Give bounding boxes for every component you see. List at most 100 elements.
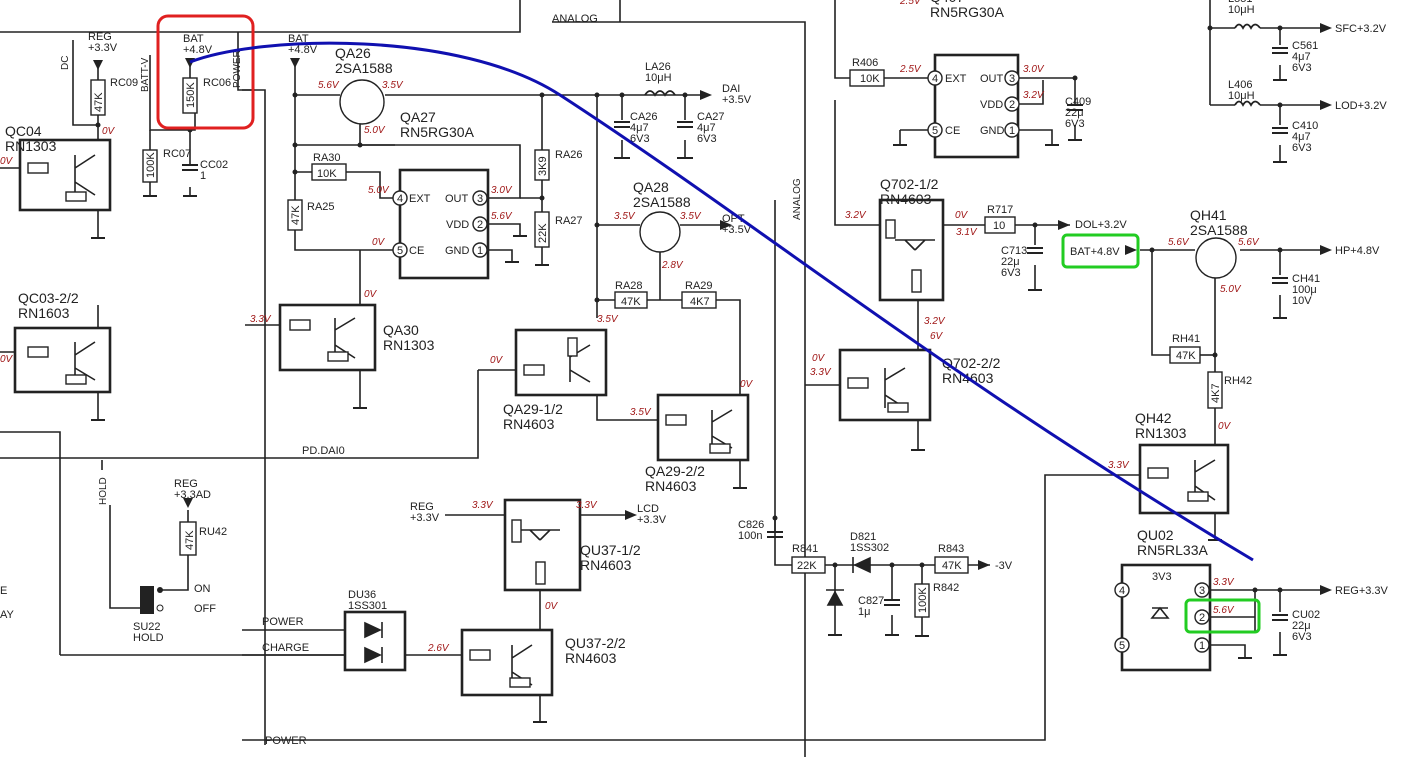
voltage-v-qa29-c: 3.5V <box>597 314 619 325</box>
voltage-v-du36: 2.6V <box>427 643 450 654</box>
voltage-v-qa30-out: 0V <box>364 289 378 300</box>
tag-charge: CHARGE <box>262 642 309 654</box>
resistor-ra28-value: 47K <box>621 296 641 308</box>
tag-off: OFF <box>194 603 216 615</box>
tag-pd-dai0: PD.DAI0 <box>302 445 345 457</box>
resistor-r717-value: 10 <box>993 220 1005 232</box>
resistor-rh42-name: RH42 <box>1224 375 1252 387</box>
resistor-rh41-value: 47K <box>1176 350 1196 362</box>
qu37-2-package <box>460 628 554 697</box>
resistor-ra29-value: 4K7 <box>690 296 710 308</box>
capacitor-symbols <box>182 47 1288 621</box>
voltage-v-qh42-in: 3.3V <box>1108 460 1130 471</box>
pin-qa27-vdd: VDD <box>446 219 469 231</box>
voltage-v-qu37-mid: 0V <box>545 601 559 612</box>
output-hp: HP+4.8V <box>1335 245 1380 257</box>
voltage-v-qa28-e: 3.5V <box>614 211 636 222</box>
pin-q407-ce: CE <box>945 125 960 137</box>
resistor-r843-name: R843 <box>938 543 964 555</box>
resistor-ra30-value: 10K <box>317 168 337 180</box>
voltage-v-qu37-in: 3.3V <box>472 500 494 511</box>
resistor-r842-value: 100K <box>917 587 929 613</box>
resistor-ra29-name: RA29 <box>685 280 713 292</box>
highlight-bat-input-green-box <box>1061 233 1140 269</box>
tag-reg-33ad: REG+3.3AD <box>174 478 211 501</box>
qh42-package <box>1138 443 1230 515</box>
voltage-v-q702b-c: 3.2V <box>924 316 946 327</box>
voltage-v-q702b-b: 6V <box>930 331 944 342</box>
tag-power-vertical: POWER <box>232 50 243 88</box>
ground-symbols <box>91 79 1287 723</box>
resistor-ra26-value: 3K9 <box>537 156 549 176</box>
pin-q407-out: OUT <box>980 73 1004 85</box>
pin-qa27-out: OUT <box>445 193 469 205</box>
voltage-v-qc04: 0V <box>102 126 116 137</box>
junction-dots <box>95 25 1283 658</box>
resistor-r843-value: 47K <box>942 560 962 572</box>
tag-dc: DC <box>60 56 71 70</box>
tag-batt-v: BATT-V <box>140 57 151 92</box>
voltage-v-qc03-in: 0V <box>0 354 14 365</box>
resistor-r842-name: R842 <box>933 582 959 594</box>
tag-on: ON <box>194 583 211 595</box>
voltage-v-q702-c: 3.1V <box>956 227 978 238</box>
voltage-v-qu37-out: 3.3V <box>576 500 598 511</box>
voltage-v-q702b-in1: 0V <box>812 353 826 364</box>
voltage-v-q702b-in2: 3.3V <box>810 367 832 378</box>
tag-hold: HOLD <box>98 477 109 505</box>
resistor-rc07-value: 100K <box>145 152 157 178</box>
pin-qa27-ce: CE <box>409 245 424 257</box>
voltage-v-q407-vdd: 3.2V <box>1023 90 1045 101</box>
pin-num-q407-2: 2 <box>1009 99 1015 111</box>
output-arrows <box>93 23 1332 595</box>
voltage-v-qa27-ext: 5.0V <box>368 185 390 196</box>
highlight-qu02-pin2-green-box <box>1184 598 1261 634</box>
resistor-rh42-value: 4K7 <box>1210 383 1222 403</box>
pin-num-qa27-4: 4 <box>397 193 403 205</box>
qa26-transistor <box>339 79 385 125</box>
resistor-ra27-name: RA27 <box>555 215 583 227</box>
output-lcd: LCD+3.3V <box>637 503 667 526</box>
q407-package <box>933 53 1020 159</box>
resistor-rc06-value: 150K <box>185 82 197 108</box>
qa29-2-package <box>656 393 750 462</box>
resistor-ru42-value: 47K <box>184 530 196 550</box>
resistor-ra25-name: RA25 <box>307 201 335 213</box>
resistor-ra30-name: RA30 <box>313 152 341 164</box>
pin-num-q407-5: 5 <box>932 125 938 137</box>
output-sfc: SFC+3.2V <box>1335 23 1387 35</box>
voltage-v-q407-out: 3.0V <box>1023 64 1045 75</box>
voltage-v-qh41-c: 5.6V <box>1238 237 1260 248</box>
voltage-v-qh41-e: 5.6V <box>1168 237 1190 248</box>
pin-num-qu02-4: 4 <box>1119 585 1125 597</box>
tag-power-bottom: POWER <box>265 735 307 747</box>
output-opt: OPT+3.5V <box>722 213 752 236</box>
pin-qa27-gnd: GND <box>445 245 470 257</box>
resistor-ra26-name: RA26 <box>555 149 583 161</box>
voltage-v-qa26-e: 5.6V <box>318 80 340 91</box>
voltage-v-qa28-c: 3.5V <box>680 211 702 222</box>
output-dai: DAI+3.5V <box>722 83 752 106</box>
pin-num-q407-1: 1 <box>1009 125 1015 137</box>
resistor-r406-value: 10K <box>860 73 880 85</box>
tag-reg-qu37: REG+3.3V <box>410 501 440 524</box>
voltage-v-r406: 2.5V <box>899 64 922 75</box>
inductor-l551: L55110μH <box>1228 0 1255 16</box>
tag-analog-top: ANALOG <box>552 13 598 25</box>
